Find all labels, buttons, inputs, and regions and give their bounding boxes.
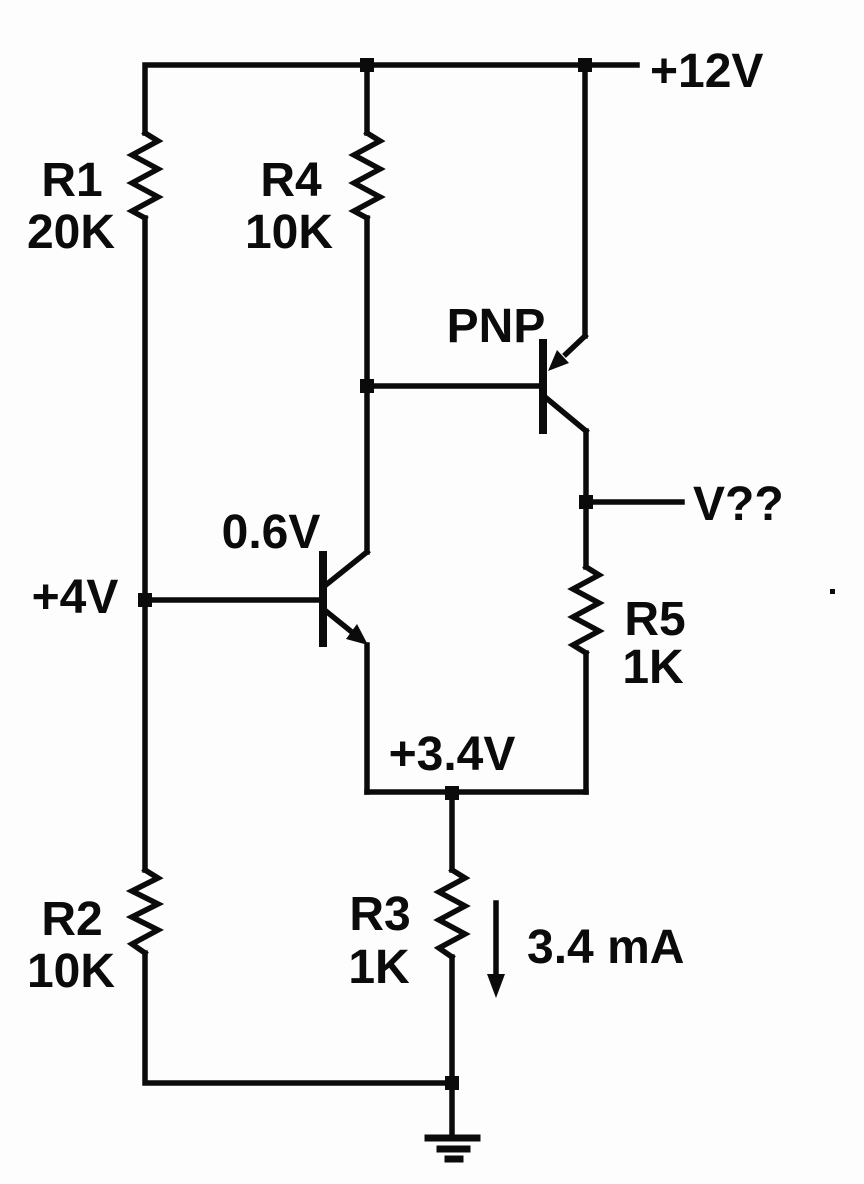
resistor-r1-name: R1 [41,154,102,207]
wire-top-rail [142,62,640,136]
junction-dot-r4-top [360,58,374,72]
resistor-r3-name: R3 [349,888,410,941]
junction-dot-base-input [138,593,152,607]
wire-bottom-rail [142,950,455,1086]
junction-dot-output [579,495,593,509]
ground-symbol-icon [424,1134,481,1163]
base-input-voltage-label: +4V [32,571,119,624]
stray-dot-artifact [830,589,835,594]
resistor-r5-symbol [567,563,605,657]
pnp-emitter-diagonal [562,332,589,358]
resistor-r1-value: 20K [27,206,115,259]
pnp-collector-diagonal [541,393,590,435]
current-value-label: 3.4 mA [527,921,684,974]
resistor-r2-symbol [125,866,165,957]
transistor-npn [142,548,371,795]
supply-voltage-label: +12V [650,45,763,98]
mid-node-voltage-label: +3.4V [389,728,516,781]
vbe-voltage-label: 0.6V [222,506,321,559]
resistor-r4-name: R4 [260,154,322,207]
junction-dot-pnp-base [360,379,374,393]
current-arrow-head [487,974,505,998]
junction-dot-ground [445,1076,459,1090]
npn-collector-diagonal [323,548,371,588]
resistor-r3-value: 1K [348,941,410,994]
resistor-r4-symbol [348,129,386,222]
resistor-r2-value: 10K [27,945,115,998]
resistor-r1-symbol [126,129,164,222]
output-voltage-label: V?? [693,478,784,531]
junction-dot-supply [578,58,592,72]
pnp-emitter-arrow-icon [548,350,569,371]
junction-dot-mid-node [445,786,459,800]
resistor-r5-name: R5 [624,593,685,646]
resistor-r2-name: R2 [41,893,102,946]
resistor-r3-symbol [433,866,471,961]
pnp-type-label: PNP [447,300,546,353]
current-arrow-icon [487,900,505,998]
resistor-r5-value: 1K [622,641,684,694]
transistor-pnp [364,332,590,435]
resistor-r4-value: 10K [245,206,333,259]
npn-emitter-arrow-icon [346,624,368,645]
